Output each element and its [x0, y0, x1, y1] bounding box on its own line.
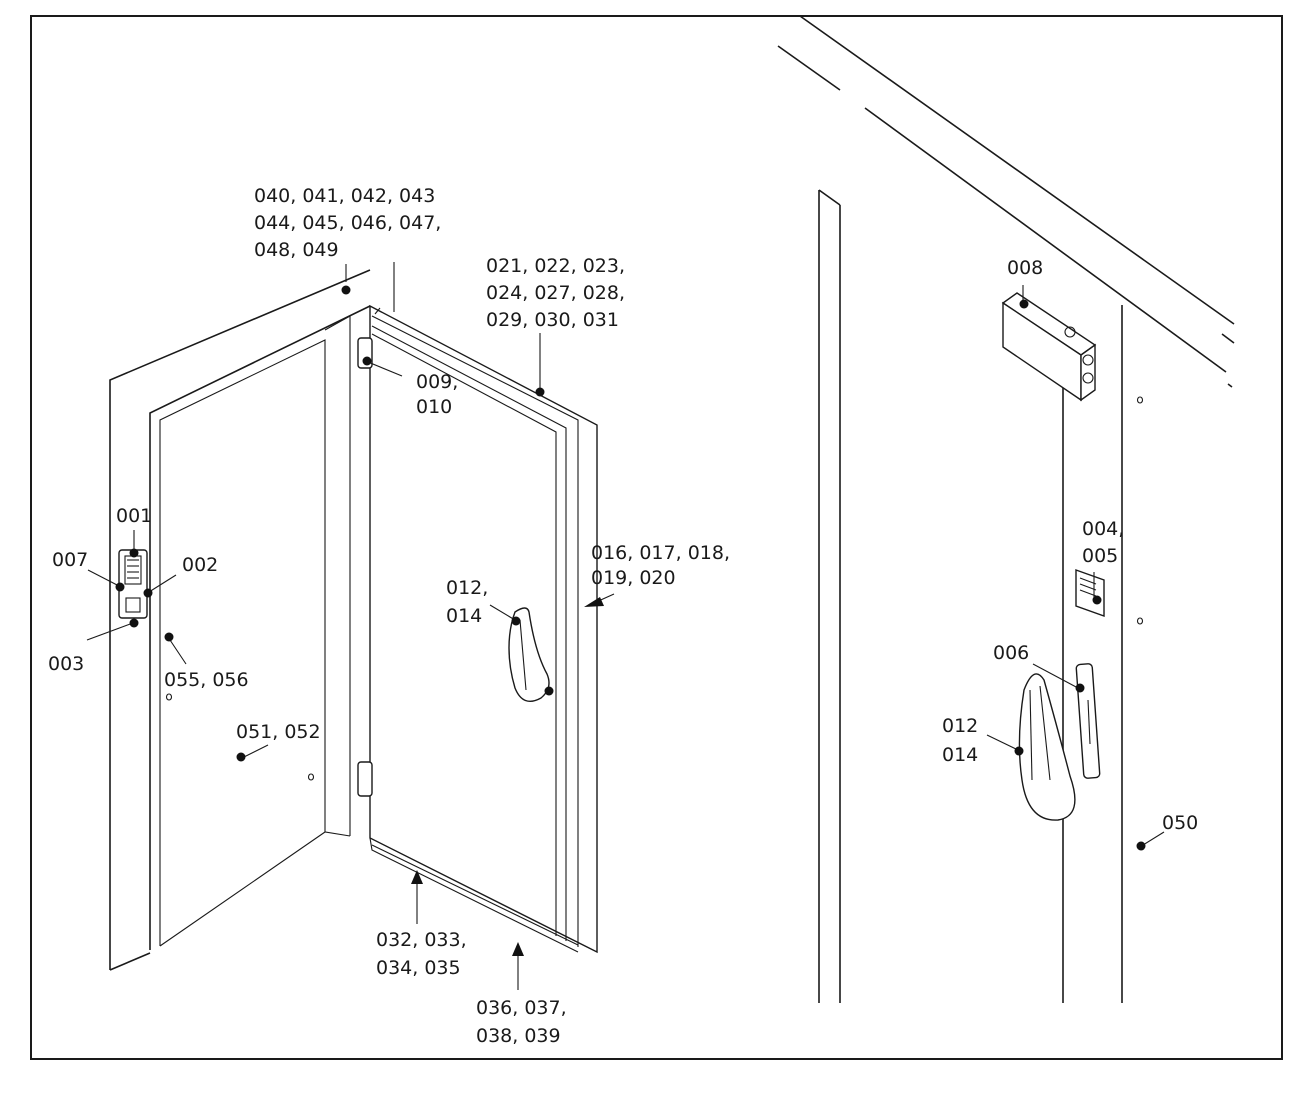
hinge-bottom [357, 761, 373, 797]
callout-040-line-1: 040, 041, 042, 043 [254, 185, 435, 207]
callout-021-line-3: 029, 030, 031 [486, 309, 619, 331]
callout-016-line-2: 019, 020 [591, 567, 676, 589]
closed-door-handle [1018, 673, 1076, 821]
floor-hole-1 [165, 693, 173, 701]
callout-002: 002 [182, 554, 218, 576]
roof-line-4 [1221, 333, 1235, 344]
callout-050: 050 [1162, 812, 1198, 834]
callout-012b-line-1: 012 [942, 715, 978, 737]
callout-040-line-2: 044, 045, 046, 047, [254, 212, 441, 234]
callout-009-line-2: 010 [416, 396, 452, 418]
lock-plate-grille-1 [1079, 577, 1097, 585]
door-closer-port-1 [1082, 354, 1094, 366]
callout-009-line-1: 009, [416, 371, 458, 393]
handle-striker [1075, 663, 1101, 779]
door-gasket-inner [371, 333, 557, 936]
callout-040-line-3: 048, 049 [254, 239, 339, 261]
door-gasket-mid [371, 325, 567, 941]
callout-007: 007 [52, 549, 88, 571]
door-closer-port-2 [1082, 372, 1094, 384]
frame-inner [159, 339, 326, 946]
door-bottom-profile [369, 837, 579, 953]
wall-edge-top [818, 189, 841, 206]
roof-line-2 [777, 45, 841, 91]
lock-plate [1075, 569, 1105, 617]
callout-032-line-1: 032, 033, [376, 929, 467, 951]
door-handle-grip [519, 619, 527, 691]
callout-016-line-1: 016, 017, 018, [591, 542, 730, 564]
closed-door-handle-grip-1 [1029, 689, 1033, 781]
diagram-border [30, 15, 1283, 1060]
floor-hole-2 [307, 773, 315, 781]
callout-003: 003 [48, 653, 84, 675]
left-view-open-door [109, 269, 598, 971]
callout-036-line-1: 036, 037, [476, 997, 567, 1019]
roof-line-5 [1227, 383, 1233, 388]
callout-051: 051, 052 [236, 721, 321, 743]
wall-hole-2 [1136, 617, 1144, 625]
callout-006: 006 [993, 642, 1029, 664]
right-view-detail [777, 15, 1235, 1003]
leader-lines [86, 262, 1165, 990]
frame-jamb-2 [324, 315, 351, 331]
callout-labels: 040, 041, 042, 043 044, 045, 046, 047, 0… [48, 185, 1198, 1047]
callout-004-line-2: 005 [1082, 545, 1118, 567]
callout-001: 001 [116, 505, 152, 527]
handle-striker-slot [1087, 699, 1091, 745]
door-handle [508, 607, 550, 702]
callout-021-line-2: 024, 027, 028, [486, 282, 625, 304]
door-bottom-sweep [371, 844, 579, 946]
callout-021-line-1: 021, 022, 023, [486, 255, 625, 277]
roof-line-3 [864, 107, 1227, 373]
callout-055: 055, 056 [164, 669, 249, 691]
callout-004-line-1: 004, [1082, 518, 1124, 540]
door-closer-port-3 [1064, 326, 1076, 338]
wall-hole-1 [1136, 396, 1144, 404]
frame-sill [159, 831, 351, 947]
callout-036-line-2: 038, 039 [476, 1025, 561, 1047]
callout-032-line-2: 034, 035 [376, 957, 461, 979]
callout-dots [115, 285, 1146, 851]
lock-plate-grille-3 [1079, 589, 1097, 597]
lock-latch [125, 597, 141, 613]
lock-plate-grille-2 [1079, 583, 1097, 591]
callout-012-line-2: 014 [446, 605, 482, 627]
wall-bottom-edge [109, 952, 151, 971]
callout-008: 008 [1007, 257, 1043, 279]
roof-line-1 [799, 15, 1235, 325]
callout-012-line-1: 012, [446, 577, 488, 599]
door-leaf [369, 304, 598, 954]
closed-door-handle-grip-2 [1039, 685, 1051, 781]
wall-outline [109, 269, 371, 970]
frame-outer [149, 305, 371, 950]
door-gasket-outer [371, 315, 579, 947]
callout-012b-line-2: 014 [942, 744, 978, 766]
door-top-profile [374, 307, 381, 315]
